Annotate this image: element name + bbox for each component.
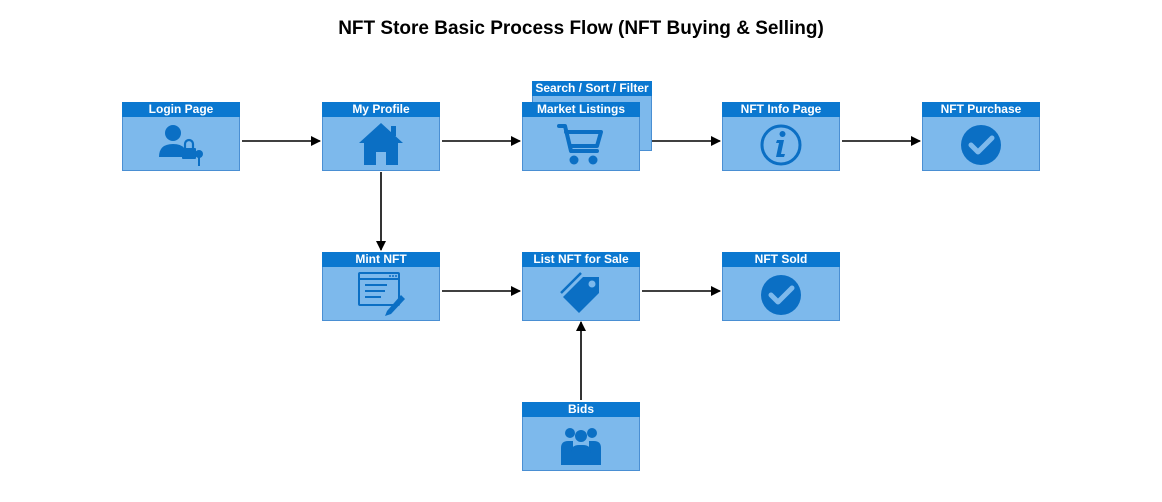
node-nft-purchase-label: NFT Purchase [922,102,1040,117]
node-my-profile: My Profile [322,102,440,171]
node-search-sort-filter-label: Search / Sort / Filter [532,81,652,96]
node-mint-nft-label: Mint NFT [322,252,440,267]
node-market-listings: Market Listings [522,102,640,171]
info-icon [760,124,802,166]
node-bids: Bids [522,402,640,471]
node-list-nft-for-sale: List NFT for Sale [522,252,640,321]
node-market-listings-label: Market Listings [522,102,640,117]
node-bids-label: Bids [522,402,640,417]
price-tag-icon [560,272,599,313]
node-nft-sold: NFT Sold [722,252,840,321]
check-circle-icon [761,275,801,315]
node-login-page: Login Page [122,102,240,171]
check-circle-icon [961,125,1001,165]
node-my-profile-label: My Profile [322,102,440,117]
node-login-page-label: Login Page [122,102,240,117]
node-nft-info-page-label: NFT Info Page [722,102,840,117]
node-list-nft-for-sale-label: List NFT for Sale [522,252,640,267]
group-icon [561,428,601,465]
user-lock-icon [159,125,203,166]
shopping-cart-icon [557,124,603,165]
edit-window-icon [358,272,405,316]
home-icon [359,123,403,165]
node-nft-info-page: NFT Info Page [722,102,840,171]
node-mint-nft: Mint NFT [322,252,440,321]
node-nft-purchase: NFT Purchase [922,102,1040,171]
diagram-title: NFT Store Basic Process Flow (NFT Buying… [338,18,824,39]
node-nft-sold-label: NFT Sold [722,252,840,267]
